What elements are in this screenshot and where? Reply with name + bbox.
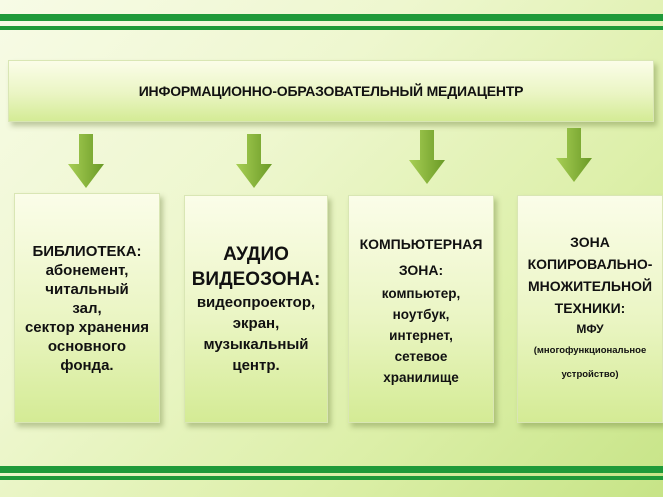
bottom-stripe: [0, 466, 663, 473]
top-stripe: [0, 14, 663, 21]
card-heading: ЗОНА:: [398, 261, 444, 278]
card-line: основного: [47, 337, 127, 355]
down-arrow-icon: [556, 128, 592, 182]
card-line: абонемент,: [45, 261, 129, 279]
card-heading: ЗОНА: [570, 234, 610, 250]
card-line: музыкальный: [203, 336, 309, 353]
card-library: БИБЛИОТЕКА: абонемент, читальный зал, се…: [14, 193, 160, 423]
diagram-title: ИНФОРМАЦИОННО-ОБРАЗОВАТЕЛЬНЫЙ МЕДИАЦЕНТР: [138, 83, 524, 99]
card-line: зал,: [72, 299, 102, 317]
card-line: интернет,: [389, 327, 453, 343]
card-line: сетевое: [394, 348, 448, 364]
card-heading: КОМПЬЮТЕРНАЯ: [359, 235, 483, 252]
top-stripe-thin: [0, 26, 663, 30]
down-arrow-icon: [68, 134, 104, 188]
card-line: МФУ: [576, 322, 604, 336]
card-heading: АУДИО: [223, 244, 289, 265]
card-heading: БИБЛИОТЕКА:: [32, 242, 142, 260]
card-small-line: (многофункциональное: [533, 345, 647, 356]
card-copy-zone: ЗОНА КОПИРОВАЛЬНО- МНОЖИТЕЛЬНОЙ ТЕХНИКИ:…: [517, 195, 663, 423]
card-line: сектор хранения: [24, 318, 150, 336]
card-line: экран,: [232, 315, 280, 332]
card-line: читальный: [45, 280, 129, 298]
card-audio-video: АУДИО ВИДЕОЗОНА: видеопроектор, экран, м…: [184, 195, 328, 423]
card-line: ноутбук,: [392, 306, 450, 322]
card-heading: ТЕХНИКИ:: [554, 300, 626, 316]
bottom-stripe-thin: [0, 476, 663, 480]
down-arrow-icon: [409, 130, 445, 184]
card-line: хранилище: [383, 369, 459, 385]
header-box: ИНФОРМАЦИОННО-ОБРАЗОВАТЕЛЬНЫЙ МЕДИАЦЕНТР: [8, 60, 654, 122]
card-small-line: устройство): [561, 369, 619, 380]
down-arrow-icon: [236, 134, 272, 188]
card-heading: МНОЖИТЕЛЬНОЙ: [527, 278, 653, 294]
card-heading: КОПИРОВАЛЬНО-: [527, 256, 653, 272]
card-computer-zone: КОМПЬЮТЕРНАЯ ЗОНА: компьютер, ноутбук, и…: [348, 195, 494, 423]
card-line: фонда.: [60, 356, 114, 374]
card-line: центр.: [232, 357, 280, 374]
card-line: видеопроектор,: [196, 294, 316, 311]
card-line: компьютер,: [381, 285, 461, 301]
card-heading: ВИДЕОЗОНА:: [191, 269, 321, 290]
